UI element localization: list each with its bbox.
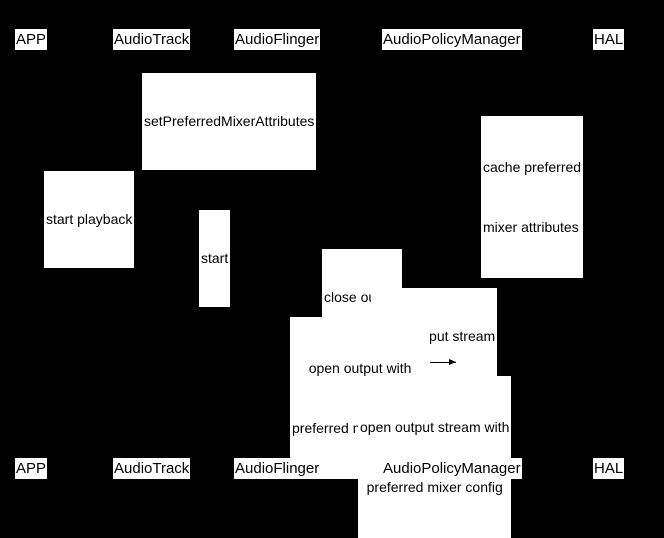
message-arrow-close-output-stream xyxy=(456,310,609,316)
participant-footer-audioflinger[interactable]: AudioFlinger xyxy=(234,458,321,479)
message-line: start xyxy=(201,250,229,266)
participant-label: APP xyxy=(16,460,47,477)
lifeline-hal xyxy=(609,52,610,455)
lifeline-audioflinger xyxy=(280,52,281,455)
participant-footer-app[interactable]: APP xyxy=(15,458,48,479)
lifeline-app xyxy=(35,52,36,455)
message-label-start-playback: start playback xyxy=(44,171,135,268)
sequence-diagram-canvas: APP AudioTrack AudioFlinger AudioPolicyM… xyxy=(15,29,625,538)
participant-label: AudioPolicyManager xyxy=(383,460,521,477)
lifeline-audiopolicymanager xyxy=(456,52,457,455)
message-line: cache preferred xyxy=(483,159,582,175)
participant-header-app[interactable]: APP xyxy=(15,29,48,50)
participant-label: AudioTrack xyxy=(114,460,190,477)
participant-label: HAL xyxy=(594,460,624,477)
message-label-cache-preferred-mixer-attributes: cache preferred mixer attributes xyxy=(481,116,584,278)
message-line: mixer attributes xyxy=(483,219,579,235)
participant-header-audioflinger[interactable]: AudioFlinger xyxy=(234,29,321,50)
message-label-start: start xyxy=(199,210,231,307)
participant-header-hal[interactable]: HAL xyxy=(593,29,625,50)
message-line: start playback xyxy=(46,211,133,227)
participant-header-audiotrack[interactable]: AudioTrack xyxy=(113,29,191,50)
message-label-set-preferred-mixer-attributes: setPreferredMixerAttributes xyxy=(142,73,317,170)
participant-label: AudioFlinger xyxy=(235,460,320,477)
message-line: open output with xyxy=(308,360,412,376)
message-line: open output stream with xyxy=(360,419,510,435)
participant-header-audiopolicymanager[interactable]: AudioPolicyManager xyxy=(382,29,522,50)
message-label-open-output-stream-with-preferred-mixer-config: open output stream with preferred mixer … xyxy=(358,376,512,538)
participant-footer-audiotrack[interactable]: AudioTrack xyxy=(113,458,191,479)
lifeline-audiotrack xyxy=(155,52,156,455)
participant-label: APP xyxy=(16,31,47,48)
message-selfloop-cache-preferred-mixer-attributes xyxy=(456,118,479,158)
message-arrow-open-output-stream-with-preferred-mixer-config xyxy=(456,421,609,427)
message-arrow-cache-preferred-mixer-attributes xyxy=(456,153,478,159)
participant-label: AudioPolicyManager xyxy=(383,31,521,48)
participant-label: AudioFlinger xyxy=(235,31,320,48)
participant-label: AudioTrack xyxy=(114,31,190,48)
participant-label: HAL xyxy=(594,31,624,48)
participant-footer-audiopolicymanager[interactable]: AudioPolicyManager xyxy=(382,458,522,479)
message-line: preferred mixer config xyxy=(366,479,503,495)
message-line: setPreferredMixerAttributes xyxy=(144,113,315,129)
participant-footer-hal[interactable]: HAL xyxy=(593,458,625,479)
